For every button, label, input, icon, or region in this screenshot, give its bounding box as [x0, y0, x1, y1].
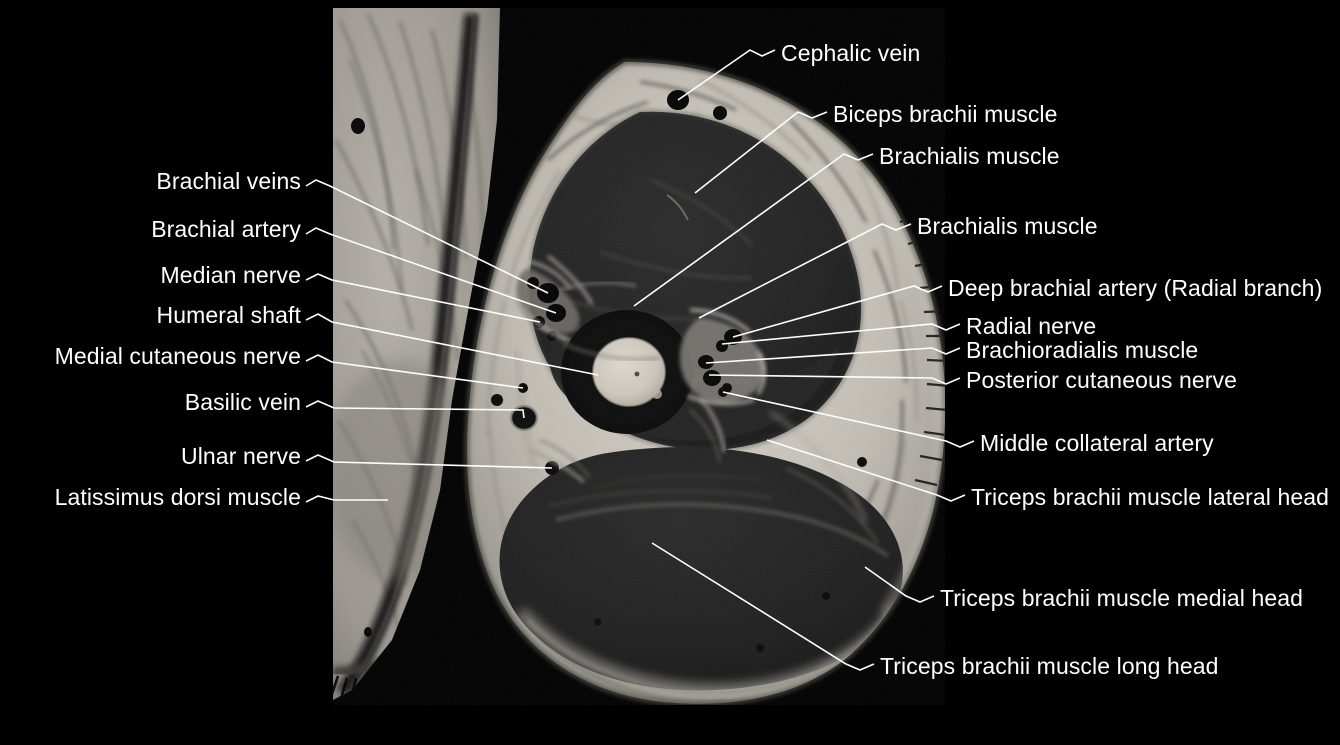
leader-triceps-long-head: [651, 542, 875, 671]
leader-brachialis-muscle-upper: [633, 153, 874, 307]
label-medial-cutaneous-nerve: Medial cutaneous nerve: [54, 343, 301, 369]
leader-posterior-cutaneous-nerve: [708, 374, 961, 385]
label-radial-nerve: Radial nerve: [966, 313, 1097, 339]
label-brachioradialis-muscle: Brachioradialis muscle: [966, 337, 1199, 363]
leader-medial-cutaneous-nerve: [305, 354, 524, 389]
leader-biceps-brachii-muscle: [694, 111, 828, 194]
leader-median-nerve: [305, 273, 541, 323]
label-brachialis-muscle-upper: Brachialis muscle: [879, 143, 1060, 169]
leader-triceps-lateral-head: [766, 439, 966, 502]
leader-ulnar-nerve: [305, 454, 553, 469]
leader-cephalic-vein: [677, 49, 776, 101]
leader-latissimus-dorsi-muscle: [305, 495, 388, 503]
label-cephalic-vein: Cephalic vein: [781, 40, 921, 66]
label-posterior-cutaneous-nerve: Posterior cutaneous nerve: [966, 367, 1237, 393]
label-brachial-veins: Brachial veins: [156, 168, 301, 194]
label-triceps-lateral-head: Triceps brachii muscle lateral head: [971, 484, 1330, 510]
label-median-nerve: Median nerve: [160, 262, 301, 288]
leader-brachial-artery: [305, 227, 557, 314]
label-deep-brachial-artery: Deep brachial artery (Radial branch): [948, 275, 1323, 301]
label-triceps-long-head: Triceps brachii muscle long head: [880, 653, 1219, 679]
label-middle-collateral-artery: Middle collateral artery: [980, 430, 1214, 456]
label-latissimus-dorsi-muscle: Latissimus dorsi muscle: [54, 484, 301, 510]
label-ulnar-nerve: Ulnar nerve: [181, 443, 301, 469]
label-basilic-vein: Basilic vein: [184, 389, 301, 415]
leader-humeral-shaft: [305, 313, 599, 376]
label-brachial-artery: Brachial artery: [151, 216, 301, 242]
leader-deep-brachial-artery: [732, 285, 943, 338]
leader-triceps-medial-head: [864, 566, 935, 603]
leader-brachialis-muscle-lower: [698, 223, 912, 319]
label-biceps-brachii-muscle: Biceps brachii muscle: [833, 101, 1058, 127]
leader-lines: [305, 49, 975, 671]
label-brachialis-muscle-lower: Brachialis muscle: [917, 213, 1098, 239]
leader-brachial-veins: [305, 179, 549, 294]
leader-brachioradialis-muscle: [705, 347, 961, 364]
leader-basilic-vein: [305, 400, 525, 419]
label-triceps-medial-head: Triceps brachii muscle medial head: [940, 585, 1304, 611]
label-humeral-shaft: Humeral shaft: [156, 302, 301, 328]
leader-middle-collateral-artery: [722, 391, 975, 448]
leader-radial-nerve: [721, 323, 961, 345]
